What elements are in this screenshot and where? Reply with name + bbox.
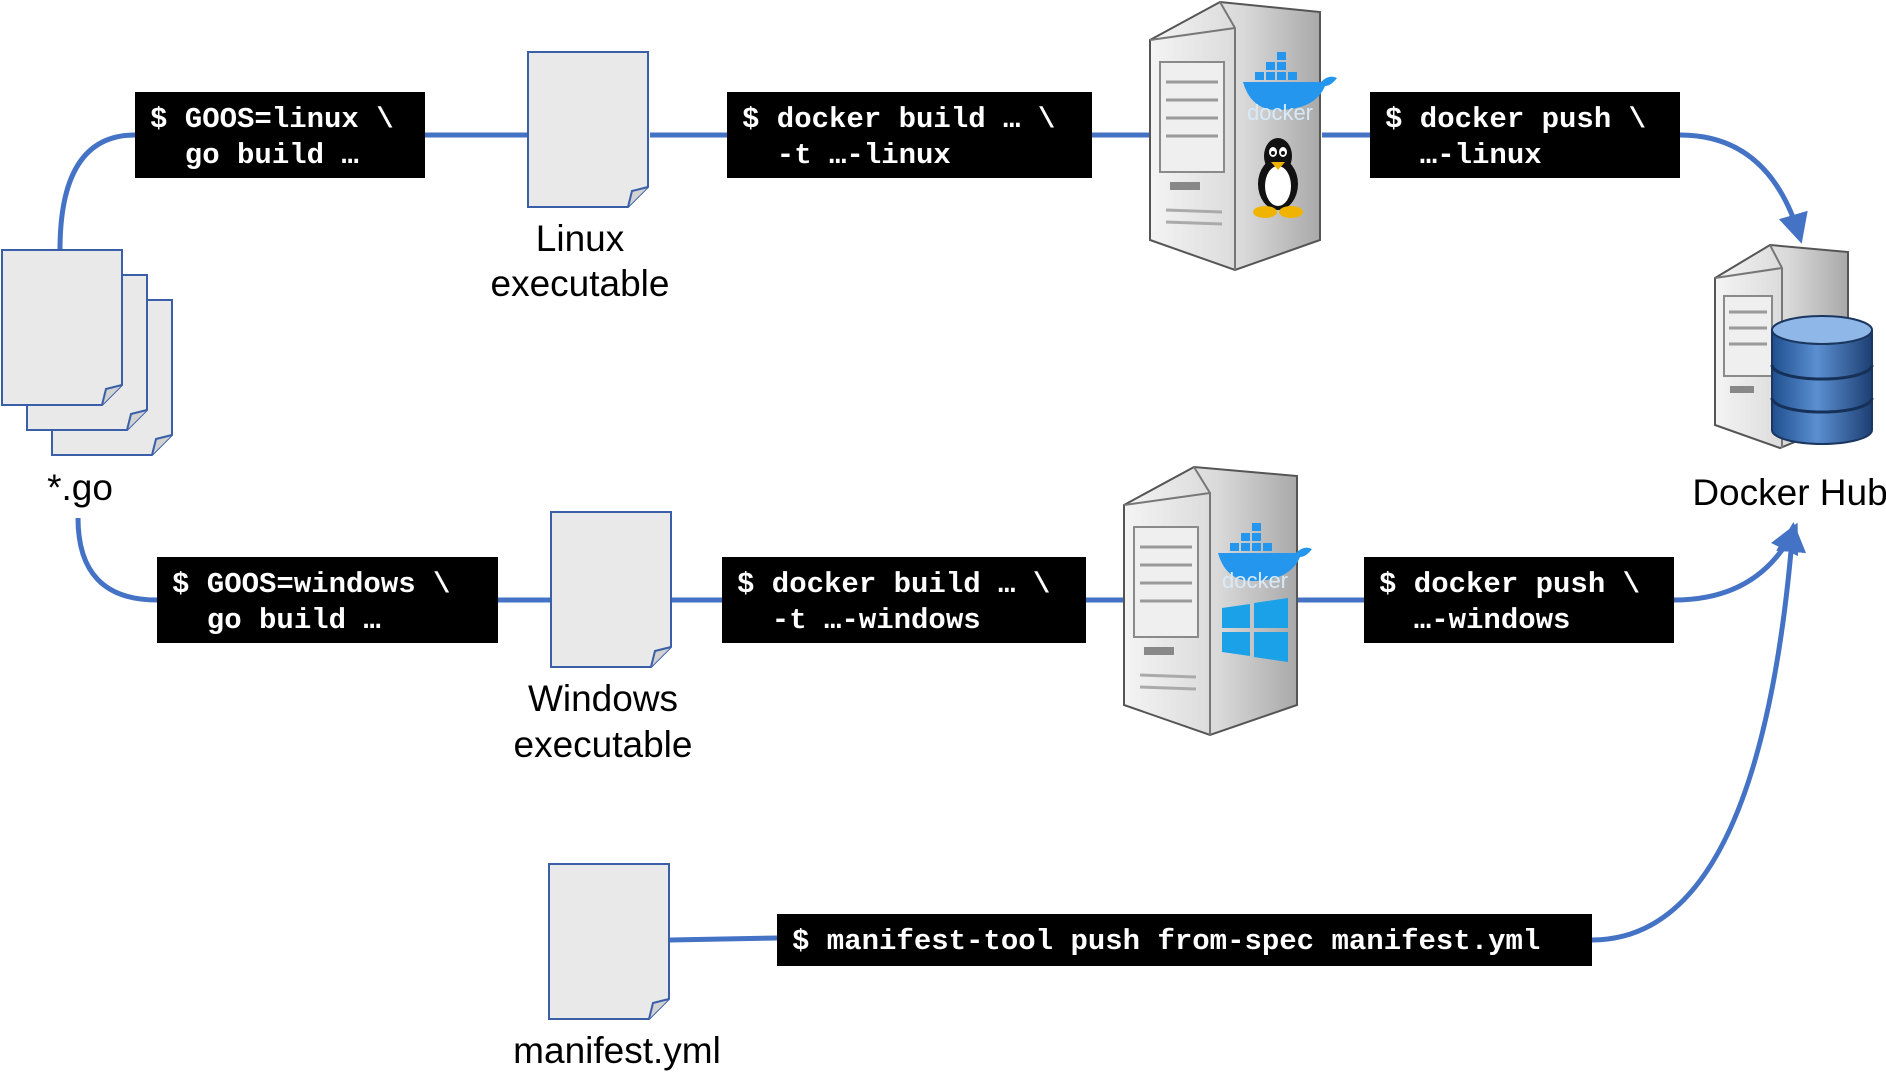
- connector-lines: [57, 132, 1808, 943]
- go-source-files: [1, 249, 173, 456]
- linux-docker-server-icon: docker: [1149, 0, 1337, 272]
- svg-text:$ docker push \: $ docker push \: [1379, 568, 1640, 601]
- tux-penguin-icon: [1253, 138, 1303, 218]
- svg-text:go build …: go build …: [172, 604, 381, 637]
- svg-text:$ docker push \: $ docker push \: [1385, 103, 1646, 136]
- windows-docker-push-command: $ docker push \ …-windows: [1364, 557, 1674, 643]
- windows-executable-file-icon: [550, 511, 672, 668]
- linux-go-build-command: $ GOOS=linux \ go build …: [135, 92, 425, 178]
- svg-text:$ GOOS=windows \: $ GOOS=windows \: [172, 568, 450, 601]
- windows-go-build-command: $ GOOS=windows \ go build …: [157, 557, 498, 643]
- svg-text:$ docker build … \: $ docker build … \: [742, 103, 1055, 136]
- docker-logo-text: docker: [1247, 100, 1313, 125]
- database-icon: [1770, 315, 1874, 445]
- svg-text:$ manifest-tool push from-spec: $ manifest-tool push from-spec manifest.…: [792, 925, 1540, 958]
- docker-logo-text: docker: [1222, 568, 1288, 593]
- svg-text:$ GOOS=linux \: $ GOOS=linux \: [150, 103, 394, 136]
- svg-text:go build …: go build …: [150, 139, 359, 172]
- manifest-file-label: manifest.yml: [513, 1030, 721, 1071]
- connector-go-to-linux-build: [57, 132, 136, 251]
- windows-executable-label-line2: executable: [514, 724, 693, 765]
- linux-docker-build-command: $ docker build … \ -t …-linux: [727, 92, 1092, 178]
- linux-executable-file-icon: [527, 51, 649, 208]
- arrow-windows-push-to-hub: [1673, 522, 1798, 603]
- svg-text:-t …-linux: -t …-linux: [742, 139, 951, 172]
- arrow-manifest-push-to-hub: [1591, 522, 1807, 943]
- arrow-linux-push-to-hub: [1679, 132, 1808, 244]
- svg-text:…-windows: …-windows: [1379, 604, 1570, 637]
- svg-text:$ docker build … \: $ docker build … \: [737, 568, 1050, 601]
- linux-executable-label-line1: Linux: [536, 218, 625, 259]
- docker-hub-label: Docker Hub: [1692, 472, 1886, 513]
- connector-manifest-to-push: [669, 935, 778, 943]
- svg-text:-t …-windows: -t …-windows: [737, 604, 981, 637]
- svg-text:…-linux: …-linux: [1385, 139, 1542, 172]
- windows-docker-build-command: $ docker build … \ -t …-windows: [722, 557, 1086, 643]
- windows-logo-icon: [1222, 598, 1288, 662]
- linux-executable-label-line2: executable: [491, 263, 670, 304]
- linux-docker-push-command: $ docker push \ …-linux: [1370, 92, 1680, 178]
- windows-docker-server-icon: docker: [1123, 465, 1312, 737]
- manifest-file-icon: [548, 863, 670, 1020]
- manifest-push-command: $ manifest-tool push from-spec manifest.…: [777, 914, 1592, 966]
- windows-executable-label-line1: Windows: [528, 678, 678, 719]
- go-source-label: *.go: [47, 467, 113, 508]
- connector-go-to-windows-build: [75, 517, 158, 603]
